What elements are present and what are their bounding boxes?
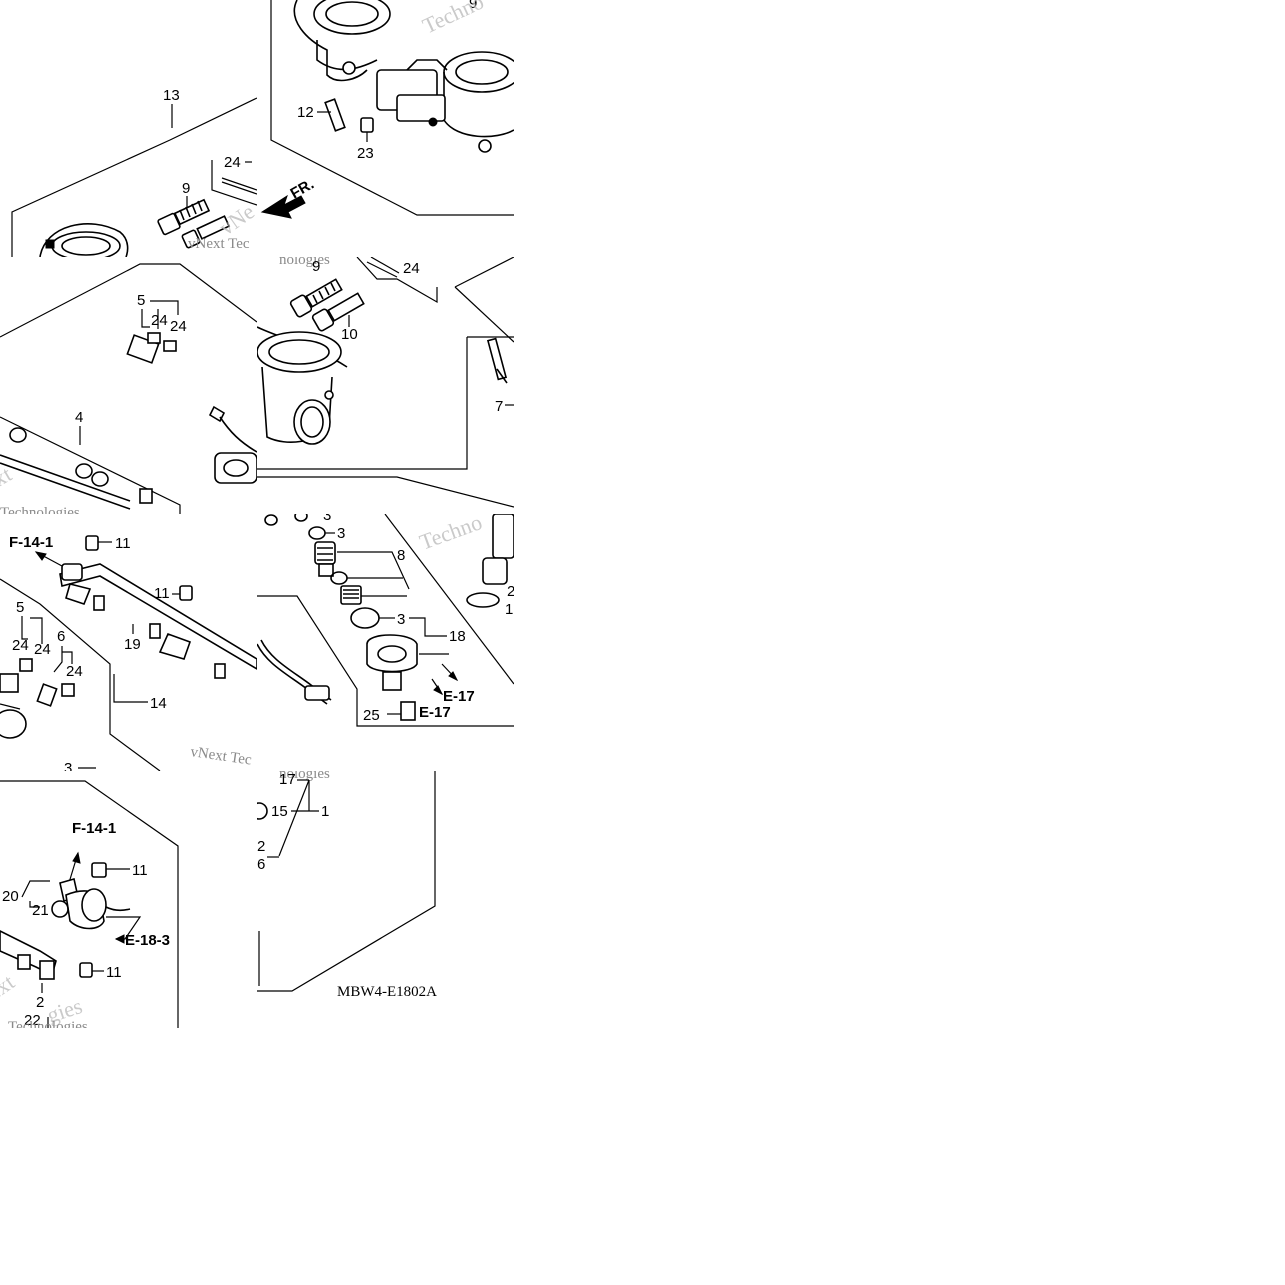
direction-label: FR. <box>288 176 317 203</box>
callout-5: 5 <box>137 292 145 309</box>
callout-10: 10 <box>341 326 358 343</box>
callout-24-c: 24 <box>66 663 83 680</box>
watermark-nologies: nologies <box>279 771 330 782</box>
callout-5: 5 <box>16 599 24 616</box>
diagram-tile-r0c1: 12 23 9 Techno FR. <box>257 0 514 257</box>
ref-f-14-1: F-14-1 <box>72 820 116 837</box>
callout-6: 6 <box>57 628 65 645</box>
callout-6-b: 6 <box>257 856 265 873</box>
watermark-nologies: nologies <box>279 257 330 268</box>
callout-16: 16 <box>505 601 514 618</box>
callout-24-b: 24 <box>170 318 187 335</box>
callout-3: 3 <box>64 760 72 771</box>
injector-cap <box>157 212 181 236</box>
svg-text:vNe: vNe <box>215 199 257 241</box>
ref-f-14-1: F-14-1 <box>9 534 53 551</box>
callout-12: 12 <box>297 104 314 121</box>
ref-e-18-3: E-18-3 <box>125 932 170 949</box>
callout-17: 17 <box>279 771 296 788</box>
callout-25: 25 <box>363 707 380 724</box>
callout-9-top: 9 <box>469 0 477 12</box>
callout-14: 14 <box>150 695 167 712</box>
callout-8: 8 <box>397 547 405 564</box>
callout-3-a: 3 <box>337 525 345 542</box>
callout-22: 22 <box>24 1012 41 1028</box>
callout-24-b: 24 <box>34 641 51 658</box>
callout-19: 19 <box>124 636 141 653</box>
callout-18: 18 <box>449 628 466 645</box>
diagram-tile-r1c0: 5 24 24 4 ext Technologies <box>0 257 257 514</box>
diagram-tile-r1c1: nologies 24 9 10 7 <box>257 257 514 514</box>
watermark-vnext: vNext Tec <box>188 236 250 252</box>
diagram-code: MBW4-E1802A <box>337 984 437 1000</box>
watermark-vnext-tec: vNext Tec <box>189 744 253 768</box>
watermark-technologies: Technologies <box>0 505 80 514</box>
diagram-tile-r3c0: F-14-1 11 E-18-3 20 21 11 2 <box>0 771 257 1028</box>
callout-3-b: 3 <box>397 611 405 628</box>
ref-e-17-a: E-17 <box>443 688 475 705</box>
callout-20: 20 <box>2 888 19 905</box>
diagram-tile-r2c1: 3 3 8 3 18 E-17 <box>257 514 514 771</box>
callout-11-a: 11 <box>132 862 148 879</box>
diagram-tile-r3c1: nologies 17 15 1 2 6 MBW4-E1802A <box>257 771 514 1028</box>
callout-15: 15 <box>271 803 288 820</box>
callout-24: 24 <box>403 260 420 277</box>
callout-4: 4 <box>75 409 83 426</box>
watermark-techno: Techno <box>416 514 485 555</box>
watermark-techno: Techno <box>419 0 488 39</box>
callout-1: 1 <box>321 803 329 820</box>
watermark-technologies: Technologies <box>8 1019 88 1028</box>
callout-2: 2 <box>36 994 44 1011</box>
callout-24: 24 <box>224 154 241 171</box>
front-direction-arrow <box>260 194 306 219</box>
callout-3-top: 3 <box>323 514 331 524</box>
callout-9: 9 <box>182 180 190 197</box>
callout-13: 13 <box>163 87 180 104</box>
callout-11-b: 11 <box>106 964 122 981</box>
diagram-tile-r0c0: 13 24 9 vNext Tec vNe <box>0 0 257 257</box>
callout-11-b: 11 <box>154 585 170 602</box>
ref-e-17-b: E-17 <box>419 704 451 721</box>
svg-text:ext: ext <box>0 969 19 1005</box>
callout-2: 2 <box>507 583 514 600</box>
callout-9: 9 <box>312 258 320 275</box>
callout-24-a: 24 <box>12 637 29 654</box>
callout-7: 7 <box>495 398 503 415</box>
diagram-tile-r2c0: F-14-1 11 11 19 5 24 24 6 <box>0 514 257 771</box>
callout-23: 23 <box>357 145 374 162</box>
callout-11-a: 11 <box>115 535 131 552</box>
bolt <box>360 117 374 133</box>
sensor-bracket <box>324 98 346 132</box>
callout-24-a: 24 <box>151 312 168 329</box>
callout-2-b: 2 <box>257 838 265 855</box>
callout-21: 21 <box>32 902 49 919</box>
